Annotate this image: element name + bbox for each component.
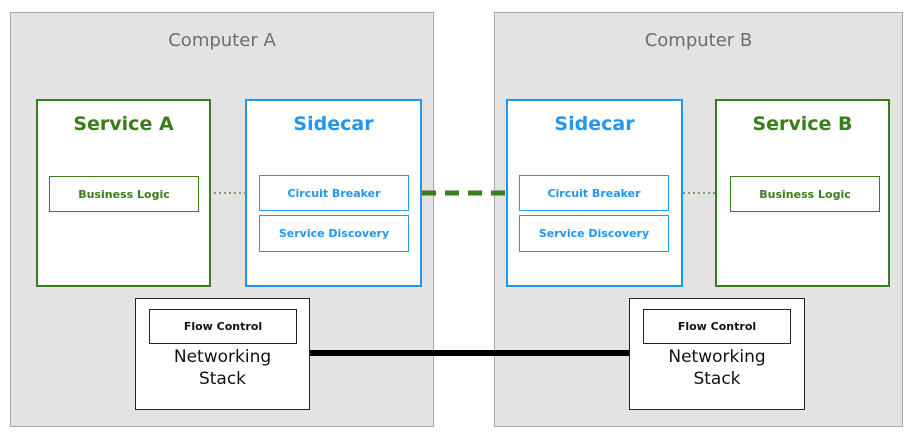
service-b-business-logic: Business Logic	[730, 176, 880, 212]
sidecar-a-circuit-breaker: Circuit Breaker	[259, 175, 409, 211]
networking-stack-a-label: Networking Stack	[173, 347, 272, 389]
flow-control-b: Flow Control	[643, 309, 791, 344]
service-a-title: Service A	[73, 113, 174, 135]
sidecar-a-title: Sidecar	[293, 113, 374, 135]
service-b-title: Service B	[752, 113, 853, 135]
sidecar-b-service-discovery: Service Discovery	[519, 215, 669, 252]
sidecar-b-circuit-breaker: Circuit Breaker	[519, 175, 669, 211]
computer-b-title: Computer B	[644, 30, 753, 51]
computer-a-title: Computer A	[168, 30, 276, 51]
networking-stack-b-label: Networking Stack	[668, 347, 766, 389]
service-a-business-logic: Business Logic	[49, 176, 199, 212]
sidecar-b-title: Sidecar	[554, 113, 635, 135]
flow-control-a: Flow Control	[149, 309, 297, 344]
sidecar-a-service-discovery: Service Discovery	[259, 215, 409, 252]
